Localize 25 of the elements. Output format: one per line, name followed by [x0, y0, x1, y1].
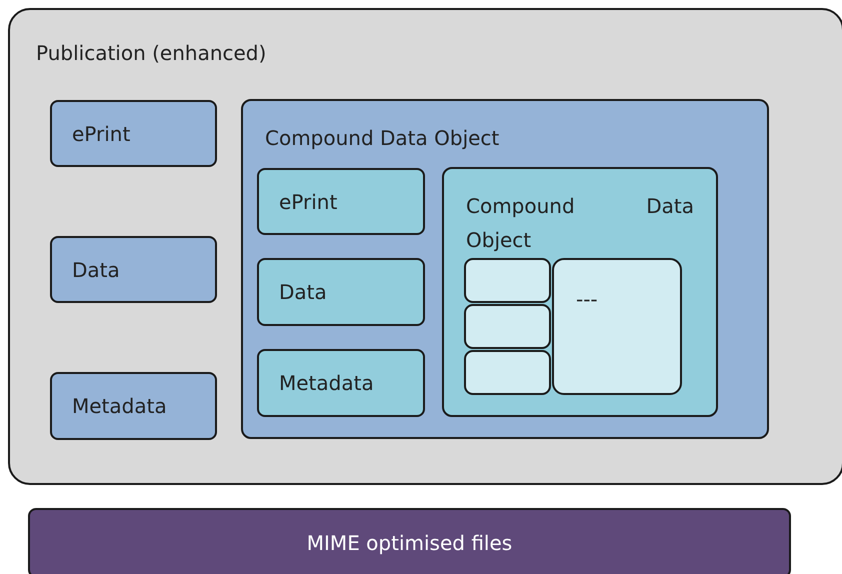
box-label: ---	[576, 286, 598, 313]
box-label: Metadata	[72, 393, 167, 420]
box-label: Compound Data Object	[265, 125, 500, 152]
compound-object-panel	[442, 167, 718, 417]
component-box	[464, 258, 551, 303]
box-label: ePrint	[72, 120, 130, 148]
box-label: Compound Data Object	[466, 193, 694, 254]
component-box	[464, 350, 551, 395]
component-box	[50, 236, 217, 303]
compound-object-panel	[241, 99, 769, 439]
box-label: Data	[279, 279, 327, 306]
box-label: ePrint	[279, 188, 338, 216]
box-label: Metadata	[279, 370, 374, 397]
box-label: Publication (enhanced)	[36, 40, 266, 67]
box-label: MIME optimised files	[306, 530, 512, 557]
publication-panel	[8, 8, 842, 485]
box-label: Data	[72, 256, 120, 284]
component-box	[257, 258, 425, 326]
component-box	[257, 168, 425, 235]
component-box	[257, 349, 425, 417]
component-box	[50, 100, 217, 167]
component-box	[50, 372, 217, 440]
component-box	[464, 304, 551, 349]
mime-files-bar	[28, 508, 791, 574]
component-box	[552, 258, 682, 395]
